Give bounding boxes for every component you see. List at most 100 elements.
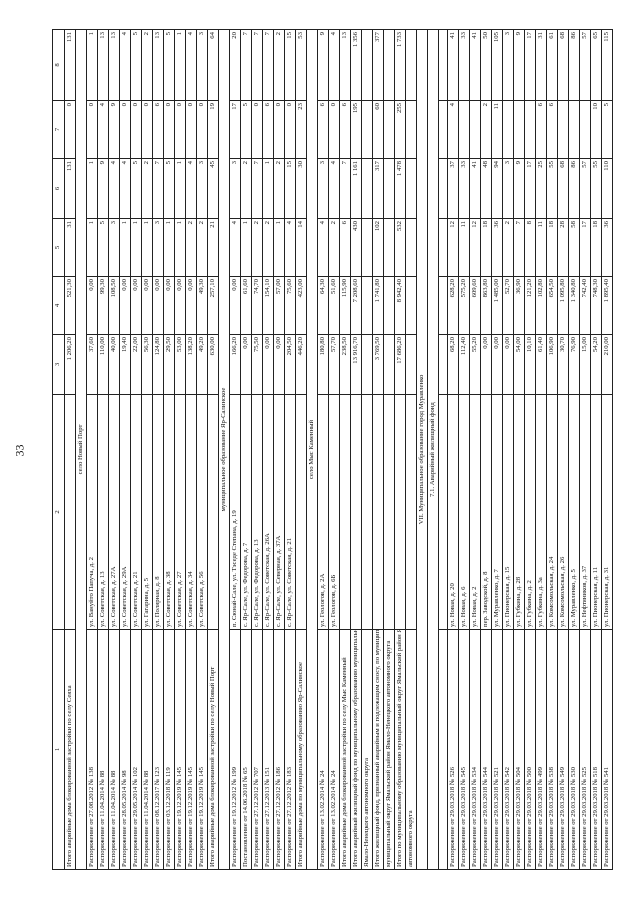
value-cell: 5 (601, 100, 613, 159)
value-cell (557, 100, 569, 159)
value-cell: 17 686,20 (394, 334, 406, 395)
value-cell: 17 (579, 218, 591, 277)
value-cell: 19,40 (119, 334, 131, 395)
document-cell: Распоряжение от 29.03.2018 № 500 (524, 629, 536, 870)
value-cell: 121,20 (524, 276, 536, 335)
address-cell: ул. Советская, д. 56 (196, 394, 208, 630)
value-cell: 2 (502, 218, 514, 277)
value-cell: 4 (119, 158, 131, 219)
table-row: Итого аварийные дома блокированной застр… (64, 29, 76, 870)
value-cell: 1 (86, 218, 98, 277)
value-cell: 4 (284, 218, 296, 277)
empty-cell (438, 276, 448, 335)
value-cell: 180,80 (317, 334, 329, 395)
value-cell (405, 218, 417, 277)
value-cell: 3 (152, 218, 164, 277)
address-cell: ул. Геологов, д. 2А (317, 394, 329, 630)
address-cell: с. Яр-Сале, ул. Федорова, д. 7 (240, 394, 252, 630)
document-cell: Распоряжение от 29.03.2018 № 542 (502, 629, 514, 870)
address-cell: ул. Советская, д. 27 (174, 394, 186, 630)
value-cell (361, 158, 373, 219)
address-cell (405, 394, 417, 630)
value-cell: 15 (284, 29, 296, 101)
value-cell: 49,20 (196, 334, 208, 395)
value-cell: 0 (141, 100, 153, 159)
value-cell: 3 769,50 (372, 334, 384, 395)
value-cell: 1 485,00 (491, 276, 503, 335)
value-cell: 53 (295, 29, 307, 101)
address-cell: пер. Заводской, д. 8 (480, 394, 492, 630)
value-cell: 75,60 (284, 276, 296, 335)
empty-cell (438, 394, 448, 630)
value-cell: 1 (240, 218, 252, 277)
document-cell: Распоряжение от 19.12.2019 № 145 (174, 629, 186, 870)
table-row: муниципальный округ Ямальский район Ямал… (383, 29, 395, 870)
value-cell: 4 (447, 100, 459, 159)
address-cell: ул. Пионерская, д. 11 (590, 394, 602, 630)
value-cell: 1 (86, 158, 98, 219)
value-cell: 0 (251, 100, 263, 159)
value-cell: 3 (229, 158, 241, 219)
address-cell: ул. Советская, д. 13 (97, 394, 109, 630)
value-cell: 11 (491, 100, 503, 159)
address-cell: ул. Пионерская, д. 31 (601, 394, 613, 630)
value-cell: 86 (568, 29, 580, 101)
address-cell: с. Яр-Сале, ул. Советская, д. 21 (284, 394, 296, 630)
value-cell (383, 218, 395, 277)
value-cell: 13 (152, 29, 164, 101)
column-number: 1 (52, 629, 65, 870)
value-cell (361, 100, 373, 159)
value-cell (383, 29, 395, 101)
value-cell: 0 (119, 100, 131, 159)
document-cell: Распоряжение от 29.03.2018 № 534 (469, 629, 481, 870)
value-cell: 1 (130, 218, 142, 277)
value-cell: 17 (524, 158, 536, 219)
table-row: Итого жилищный фонд, признанный аварийны… (372, 29, 384, 870)
document-cell: Распоряжение от 28.05.2014 № 98 (119, 629, 131, 870)
document-cell: Распоряжение от 29.03.2018 № 504 (513, 629, 525, 870)
document-cell: Распоряжение от 29.03.2018 № 526 (447, 629, 459, 870)
value-cell: 4 (185, 29, 197, 101)
value-cell: 138,20 (185, 334, 197, 395)
section-heading-row: 7.1. Аварийный жилищный фонд (427, 29, 439, 870)
value-cell: 4 (328, 29, 340, 101)
value-cell: 0 (163, 100, 175, 159)
value-cell: 37,60 (86, 334, 98, 395)
value-cell: 33 (458, 158, 470, 219)
value-cell: 257,10 (207, 276, 219, 335)
value-cell (361, 218, 373, 277)
document-cell: Распоряжение от 11.04.2014 № 88 (108, 629, 120, 870)
value-cell (361, 29, 373, 101)
document-cell: Итого аварийные дома блокированной застр… (339, 629, 351, 870)
document-cell: Распоряжение от 29.03.2018 № 549 (557, 629, 569, 870)
value-cell: 1 (174, 218, 186, 277)
value-cell: 57,00 (273, 276, 285, 335)
value-cell: 58 (568, 218, 580, 277)
value-cell: 4 (229, 218, 241, 277)
value-cell: 2 (251, 218, 263, 277)
value-cell: 23 (295, 100, 307, 159)
value-cell (458, 100, 470, 159)
value-cell: 105 (491, 29, 503, 101)
value-cell: 110,00 (97, 334, 109, 395)
section-heading-row: муниципальное образование Яр-Салинское (218, 29, 230, 870)
address-cell: ул. Комсомольская, д. 24 (546, 394, 558, 630)
column-number: 5 (52, 218, 65, 277)
document-cell: муниципальный округ Ямальский район Ямал… (383, 629, 395, 870)
address-cell (372, 394, 384, 630)
value-cell (405, 29, 417, 101)
value-cell: 20 (229, 29, 241, 101)
value-cell: 5 (163, 158, 175, 219)
empty-cell (438, 218, 448, 277)
value-cell (361, 334, 373, 395)
